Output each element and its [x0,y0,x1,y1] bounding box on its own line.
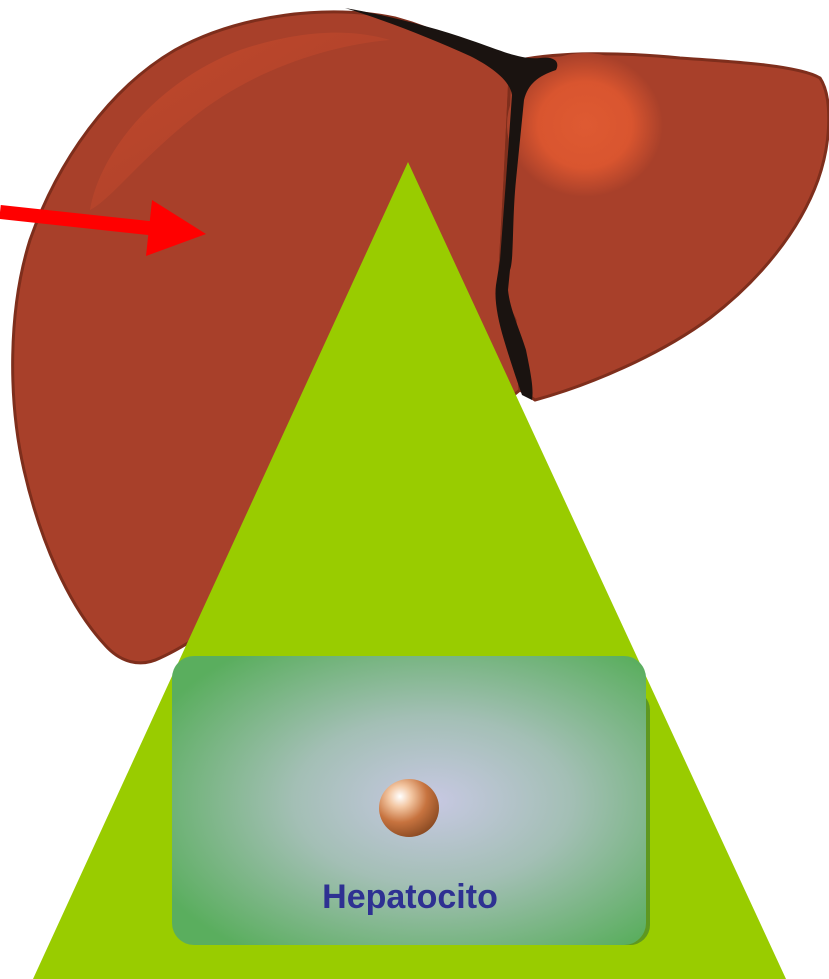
hepatocyte-panel: Hepatocito [172,656,650,945]
hepatocyte-cell-icon [379,779,439,837]
hepatocyte-label: Hepatocito [322,878,498,916]
